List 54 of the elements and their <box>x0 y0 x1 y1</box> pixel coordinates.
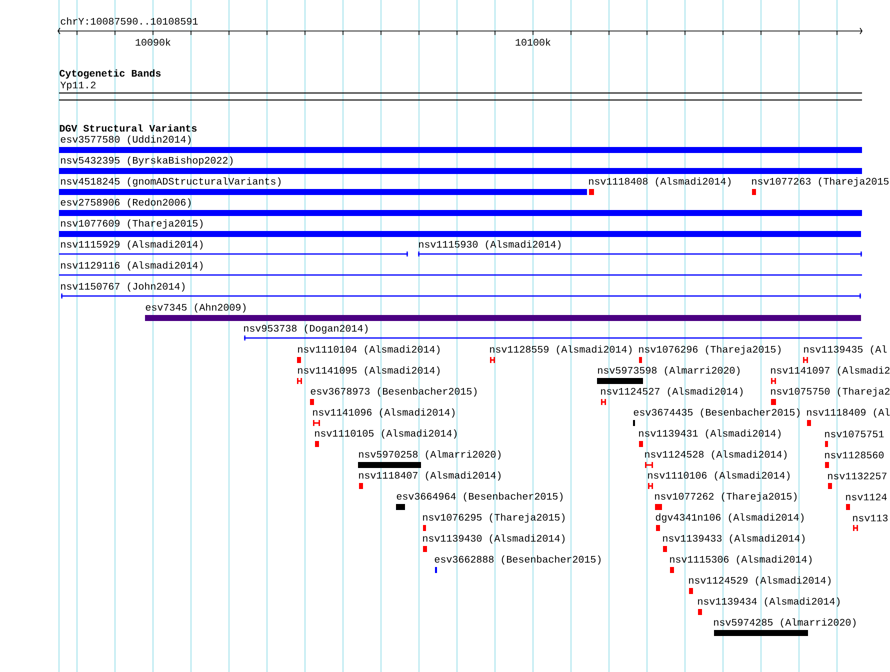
variant-label: esv7345 (Ahn2009) <box>146 303 246 313</box>
tick-label: 10090k <box>136 38 170 46</box>
variant-label: nsv1150767 (John2014) <box>61 282 185 292</box>
track-label: Yp11.2 <box>60 82 96 90</box>
variant-label: dgv4341n106 (Alsmadi2014) <box>656 513 804 523</box>
variant-label: nsv5432395 (ByrskaBishop2022) <box>61 156 233 166</box>
variant-label: nsv1139435 (Al <box>804 345 887 355</box>
variant-label: nsv1128559 (Alsmadi2014) <box>490 345 632 355</box>
variant-label: nsv1118408 (Alsmadi2014) <box>589 177 731 187</box>
variant-label: nsv1110105 (Alsmadi2014) <box>315 429 457 439</box>
variant-label: nsv1129116 (Alsmadi2014) <box>61 261 203 271</box>
variant-label: esv3664964 (Besenbacher2015) <box>396 492 563 502</box>
variant-label: esv2758906 (Redon2006) <box>60 198 191 208</box>
variant-label: nsv1077262 (Thareja2015) <box>655 492 797 502</box>
variant-label: nsv1124529 (Alsmadi2014) <box>689 576 831 586</box>
variant-label: nsv1115306 (Alsmadi2014) <box>670 555 812 565</box>
variant-label: nsv5970258 (Almarri2020) <box>359 450 501 460</box>
variant-label: nsv4518245 (gnomADStructuralVariants) <box>61 177 281 187</box>
variant-label: nsv1075751 <box>825 430 884 438</box>
variant-label: nsv1124527 (Alsmadi2014) <box>601 387 743 397</box>
variant-label: nsv1139434 (Alsmadi2014) <box>698 597 840 607</box>
variant-label: nsv1110104 (Alsmadi2014) <box>298 345 440 355</box>
variant-label: nsv113 <box>853 514 888 522</box>
variant-label: nsv1141095 (Alsmadi2014) <box>298 366 440 376</box>
variant-label: nsv1124528 (Alsmadi2014) <box>645 450 787 460</box>
variant-label: esv3678973 (Besenbacher2015) <box>310 387 477 397</box>
variant-label: nsv953738 (Dogan2014) <box>244 324 368 334</box>
variant-label: nsv1077263 (Thareja2015 <box>752 177 889 187</box>
track-title: DGV Structural Variants <box>60 124 197 132</box>
coordinate-label: chrY:10087590..10108591 <box>60 17 198 25</box>
variant-label: nsv1077609 (Thareja2015) <box>61 219 203 229</box>
variant-label: esv3674435 (Besenbacher2015) <box>634 408 800 418</box>
variant-label: nsv1076295 (Thareja2015) <box>423 513 565 523</box>
variant-label: nsv5974285 (Almarri2020) <box>714 618 856 628</box>
tick-label: 10100k <box>516 38 550 46</box>
variant-label: nsv1075750 (Thareja2 <box>771 387 890 397</box>
variant-label: nsv1128560 <box>825 452 884 458</box>
variant-label: nsv1139431 (Alsmadi2014) <box>639 429 781 439</box>
track-title: Cytogenetic Bands <box>60 69 161 79</box>
variant-label: nsv5973598 (Almarri2020) <box>598 366 740 376</box>
variant-label: nsv1115930 (Alsmadi2014) <box>419 240 561 250</box>
variant-label: nsv1132257 <box>828 472 886 480</box>
variant-label: nsv1141097 (Alsmadi2 <box>771 366 890 376</box>
variant-label: nsv1139430 (Alsmadi2014) <box>423 534 565 544</box>
variant-label: esv3577580 (Uddin2014) <box>60 135 191 145</box>
variant-label: nsv1139433 (Alsmadi2014) <box>663 534 805 544</box>
variant-label: nsv1115929 (Alsmadi2014) <box>61 240 203 250</box>
variant-label: nsv1110106 (Alsmadi2014) <box>648 471 790 481</box>
variant-label: nsv1124 <box>846 494 887 500</box>
variant-label: esv3662888 (Besenbacher2015) <box>434 555 601 565</box>
variant-label: nsv1076296 (Thareja2015) <box>639 345 781 355</box>
variant-label: nsv1118407 (Alsmadi2014) <box>359 471 501 481</box>
variant-label: nsv1141096 (Alsmadi2014) <box>313 408 455 418</box>
variant-label: nsv1118409 (Al <box>807 408 890 418</box>
